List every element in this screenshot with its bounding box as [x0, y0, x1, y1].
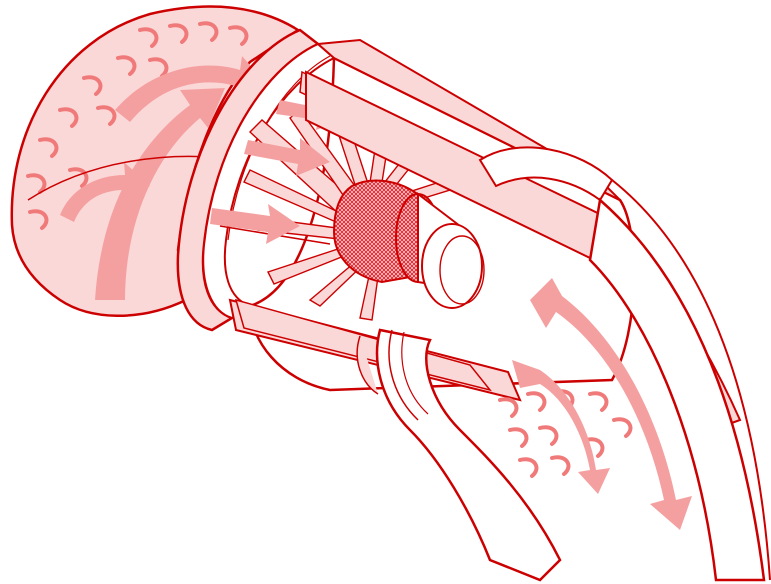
intake-cowl	[12, 7, 298, 316]
